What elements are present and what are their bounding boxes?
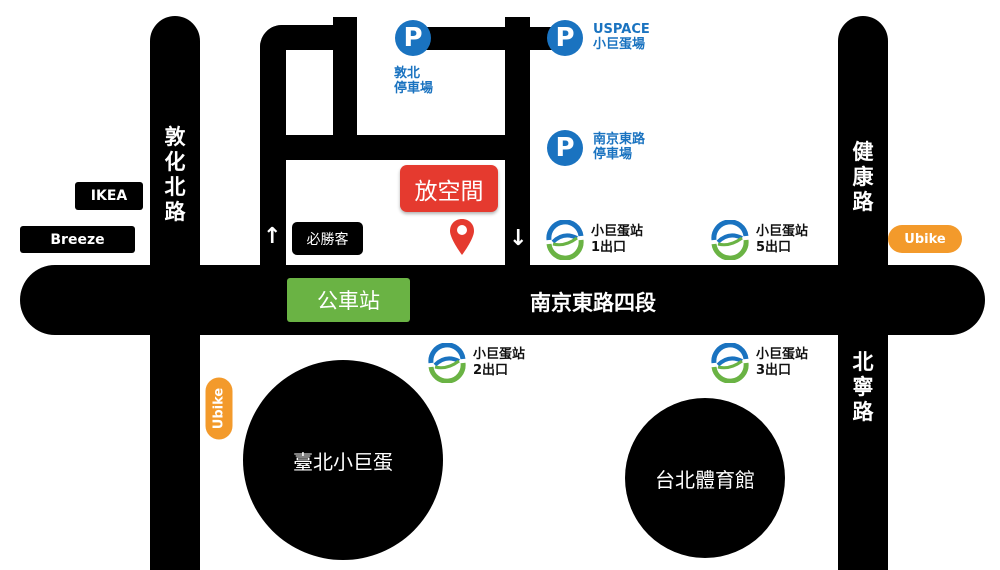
lane-middle xyxy=(260,135,530,160)
breeze-label: Breeze xyxy=(20,226,135,253)
mrt-logo-icon xyxy=(428,343,466,383)
lane-parking xyxy=(415,27,570,50)
lane-right xyxy=(505,17,530,267)
parking-icon: P xyxy=(547,20,583,56)
parking-icon: P xyxy=(395,20,431,56)
street-main: 南京東路四段 xyxy=(530,291,656,315)
location-pin-icon xyxy=(450,219,474,255)
ikea-label: IKEA xyxy=(75,182,143,210)
taipei-arena: 臺北小巨蛋 xyxy=(243,360,443,560)
parking-label-nanjing: 南京東路 停車場 xyxy=(593,132,646,162)
arrow-up-icon: ↑ xyxy=(263,224,282,249)
destination-label: 放空間 xyxy=(400,165,498,212)
street-right-top: 健康路 xyxy=(852,140,874,214)
mrt-logo-icon xyxy=(711,220,749,260)
arrow-down-icon: ↓ xyxy=(509,226,528,251)
ubike-label: Ubike xyxy=(888,225,962,253)
bus-stop-label: 公車站 xyxy=(287,278,410,322)
lane-mid-vertical xyxy=(333,17,357,157)
ubike-label: Ubike xyxy=(205,377,233,440)
road-left xyxy=(150,16,200,570)
street-left: 敦化北路 xyxy=(164,125,186,224)
mrt-logo-icon xyxy=(546,220,584,260)
pizza-hut-label: 必勝客 xyxy=(292,222,363,255)
street-right-bottom: 北寧路 xyxy=(852,350,874,424)
taipei-gymnasium: 台北體育館 xyxy=(625,398,785,558)
parking-label-dunbei: 敦北 停車場 xyxy=(394,66,434,96)
parking-icon: P xyxy=(547,130,583,166)
road-right xyxy=(838,16,888,570)
parking-label-uspace: USPACE 小巨蛋場 xyxy=(593,22,650,52)
mrt-logo-icon xyxy=(711,343,749,383)
